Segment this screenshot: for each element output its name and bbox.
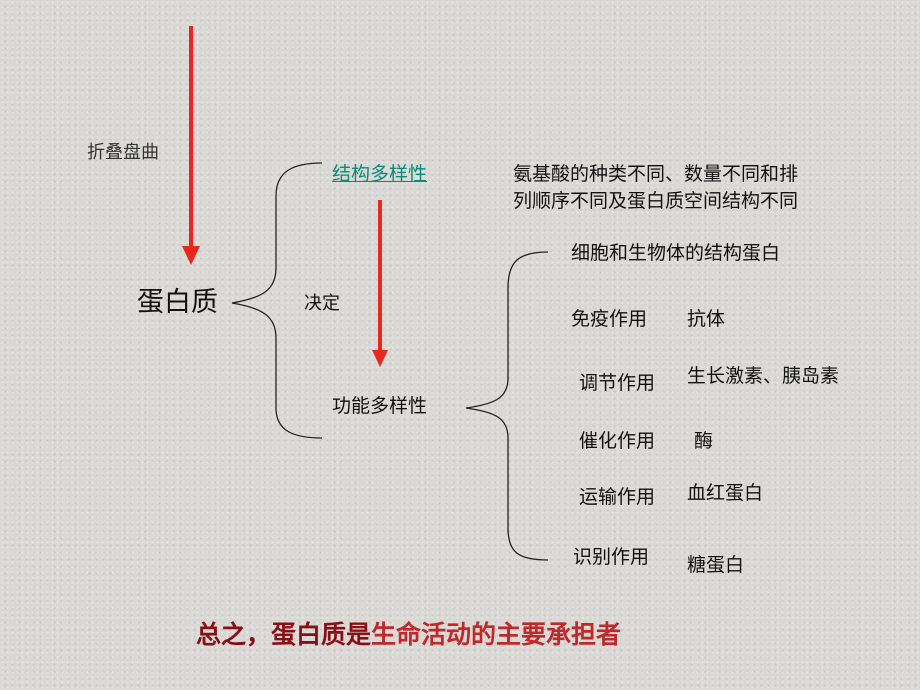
function-example: 糖蛋白 [687,554,745,576]
structure-diversity-link[interactable]: 结构多样性 [332,163,428,185]
summary-sentence: 总之，蛋白质是生命活动的主要承担者 [196,622,621,647]
summary-part1: 总之，蛋白质是 [196,620,372,649]
function-brace [465,251,549,561]
function-role: 细胞和生物体的结构蛋白 [571,242,781,264]
decide-label: 决定 [304,293,340,314]
function-example: 抗体 [687,308,726,330]
function-role: 识别作用 [573,546,650,568]
structure-note-line2: 列顺序不同及蛋白质空间结构不同 [513,190,799,212]
summary-part2: 生命活动的主要承担者 [371,620,622,649]
function-role: 免疫作用 [571,308,648,330]
function-example: 酶 [694,430,714,452]
fold-label: 折叠盘曲 [87,142,159,163]
function-example: 血红蛋白 [687,482,764,504]
function-diversity: 功能多样性 [332,395,428,417]
decide-arrow [372,200,388,367]
fold-arrow [182,26,200,265]
main-brace [231,162,323,439]
function-role: 调节作用 [579,372,656,394]
function-example: 生长激素、胰岛素 [687,365,840,387]
function-role: 运输作用 [579,486,656,508]
function-role: 催化作用 [579,430,656,452]
structure-note-line1: 氨基酸的种类不同、数量不同和排 [513,163,799,185]
root-protein: 蛋白质 [137,287,218,318]
